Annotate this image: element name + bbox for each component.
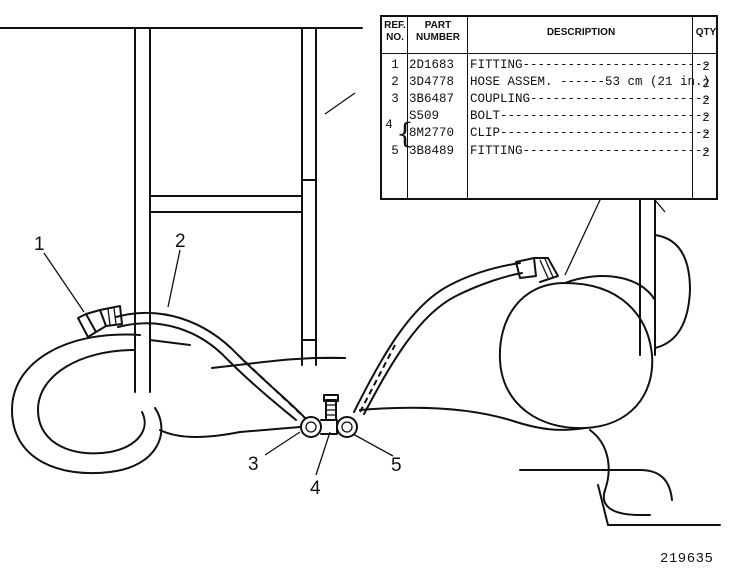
row-1-part: 2D1683 bbox=[409, 58, 455, 72]
frame-structure bbox=[0, 27, 691, 393]
row-4a-part: S509 bbox=[409, 109, 440, 123]
table-divider bbox=[692, 17, 693, 198]
table-divider bbox=[407, 17, 408, 198]
row-3-qty: 2 bbox=[702, 94, 710, 108]
row-4b-qty: 2 bbox=[702, 128, 710, 142]
row-4-ref: 4 bbox=[385, 118, 393, 132]
callout-5: 5 bbox=[391, 455, 402, 476]
right-housing bbox=[359, 199, 721, 526]
row-4b-desc: CLIP---------------------------- bbox=[470, 126, 711, 140]
row-2-qty: 2 bbox=[702, 77, 710, 91]
coupling-assembly bbox=[300, 394, 358, 438]
leader-lines bbox=[43, 249, 394, 476]
left-elbow-fitting bbox=[77, 305, 123, 338]
callout-3: 3 bbox=[248, 454, 259, 475]
row-2-ref: 2 bbox=[391, 75, 399, 89]
drawing-number: 219635 bbox=[660, 551, 714, 567]
row-3-part: 3B6487 bbox=[409, 92, 455, 106]
row-4a-qty: 2 bbox=[702, 111, 710, 125]
row-5-qty: 2 bbox=[702, 146, 710, 160]
row-3-desc: COUPLING------------------------ bbox=[470, 92, 711, 106]
right-hose-assembly bbox=[353, 257, 559, 415]
callout-1: 1 bbox=[34, 234, 45, 255]
row-4a-desc: BOLT---------------------------- bbox=[470, 109, 711, 123]
table-divider bbox=[467, 17, 468, 198]
row-5-part: 3B8489 bbox=[409, 144, 455, 158]
row-1-qty: 2 bbox=[702, 60, 710, 74]
left-housing bbox=[11, 333, 346, 475]
callout-4: 4 bbox=[310, 478, 321, 499]
right-elbow-fitting bbox=[515, 257, 559, 283]
row-5-desc: FITTING------------------------- bbox=[470, 144, 711, 158]
header-part-number: PART NUMBER bbox=[416, 20, 460, 43]
row-5-ref: 5 bbox=[391, 144, 399, 158]
table-header-rule bbox=[382, 53, 716, 54]
row-2-part: 3D4778 bbox=[409, 75, 455, 89]
header-description: DESCRIPTION bbox=[546, 27, 616, 38]
left-hose-assembly bbox=[77, 305, 306, 421]
bracket-icon: { bbox=[396, 117, 414, 150]
row-2-desc: HOSE ASSEM. ------53 cm (21 in.) bbox=[470, 75, 711, 89]
parts-table: REF. NO. PART NUMBER DESCRIPTION QTY 1 2… bbox=[380, 15, 718, 200]
row-4b-part: 8M2770 bbox=[409, 126, 455, 140]
header-qty: QTY bbox=[695, 27, 717, 38]
row-1-desc: FITTING------------------------- bbox=[470, 58, 711, 72]
header-ref-no: REF. NO. bbox=[384, 20, 406, 43]
callout-2: 2 bbox=[175, 231, 186, 252]
row-3-ref: 3 bbox=[391, 92, 399, 106]
row-1-ref: 1 bbox=[391, 58, 399, 72]
